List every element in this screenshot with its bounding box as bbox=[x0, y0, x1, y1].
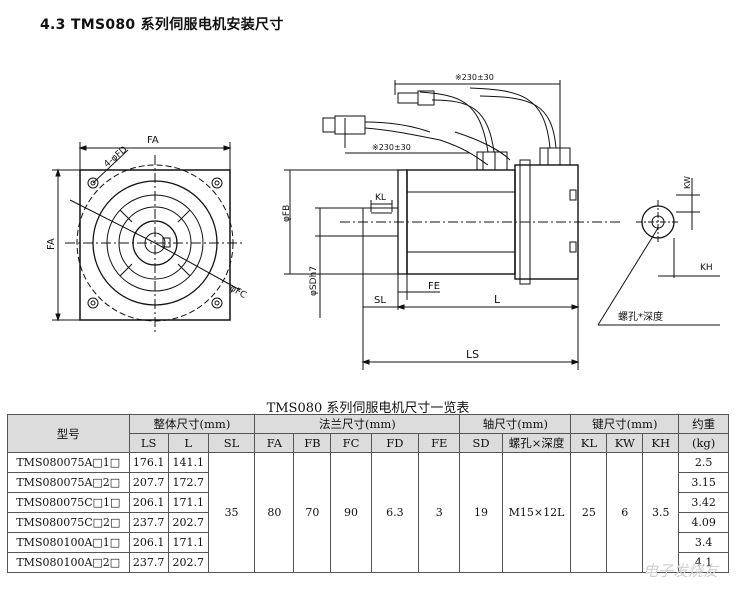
weight-cell: 3.4 bbox=[678, 532, 729, 553]
kw-cell: 6 bbox=[606, 452, 644, 573]
table-row: TMS080075A□2□ 207.7 172.7 3.15 bbox=[7, 472, 729, 493]
sub-kw: KW bbox=[606, 433, 644, 453]
weight-cell: 3.15 bbox=[678, 472, 729, 493]
l-cell: 202.7 bbox=[167, 552, 209, 573]
ls-cell: 237.7 bbox=[128, 552, 169, 573]
header-shaft: 轴尺寸(mm) bbox=[459, 414, 572, 434]
l-cell: 172.7 bbox=[167, 472, 209, 493]
ls-cell: 237.7 bbox=[128, 512, 169, 533]
cable2-label: ※230±30 bbox=[372, 143, 411, 152]
l-cell: 202.7 bbox=[167, 512, 209, 533]
sub-sl: SL bbox=[207, 433, 256, 453]
weight-cell: 3.42 bbox=[678, 492, 729, 513]
header-overall: 整体尺寸(mm) bbox=[128, 414, 256, 434]
weight-cell: 2.5 bbox=[678, 452, 729, 473]
sub-ls: LS bbox=[128, 433, 169, 453]
sub-fe: FE bbox=[418, 433, 461, 453]
fe-cell: 3 bbox=[418, 452, 461, 573]
weight-cell: 4.09 bbox=[678, 512, 729, 533]
header-flange: 法兰尺寸(mm) bbox=[254, 414, 461, 434]
sd-label: φSDh7 bbox=[309, 266, 319, 296]
model-cell: TMS080100A□2□ bbox=[7, 552, 130, 573]
fb-cell: 70 bbox=[293, 452, 332, 573]
model-cell: TMS080075A□2□ bbox=[7, 472, 130, 493]
header-model: 型号 bbox=[7, 414, 130, 453]
sub-fc: FC bbox=[330, 433, 372, 453]
sl-cell: 35 bbox=[207, 452, 256, 573]
weight-cell: 4.1 bbox=[678, 552, 729, 573]
dimension-table: 型号 整体尺寸(mm) 法兰尺寸(mm) 轴尺寸(mm) 键尺寸(mm) 约重 … bbox=[7, 414, 729, 573]
fc-label: φFC bbox=[228, 284, 248, 301]
ls-cell: 176.1 bbox=[128, 452, 169, 473]
ls-cell: 206.1 bbox=[128, 492, 169, 513]
fe-label: FE bbox=[428, 281, 440, 292]
table-row: TMS080075C□2□ 237.7 202.7 4.09 bbox=[7, 512, 729, 533]
fd-cell: 6.3 bbox=[370, 452, 420, 573]
side-view bbox=[284, 80, 620, 370]
sub-kh: KH bbox=[642, 433, 680, 453]
front-view bbox=[52, 142, 245, 332]
fb-label: φFB bbox=[282, 205, 292, 222]
ls-label: LS bbox=[466, 348, 479, 361]
cable1-label: ※230±30 bbox=[455, 73, 494, 82]
screw-label: 螺孔*深度 bbox=[618, 310, 663, 323]
model-cell: TMS080075C□2□ bbox=[7, 512, 130, 533]
l-label: L bbox=[494, 293, 501, 306]
l-cell: 171.1 bbox=[167, 532, 209, 553]
sub-sd: SD bbox=[459, 433, 503, 453]
fa-left-label: FA bbox=[46, 238, 57, 250]
shaft-end-view bbox=[597, 178, 720, 326]
fa-cell: 80 bbox=[254, 452, 295, 573]
sub-kl: KL bbox=[570, 433, 608, 453]
table-row: TMS080075A□1□ 176.1 141.1 35 80 70 90 6.… bbox=[7, 452, 729, 573]
l-cell: 171.1 bbox=[167, 492, 209, 513]
sl-label: SL bbox=[374, 295, 386, 306]
ls-cell: 207.7 bbox=[128, 472, 169, 493]
fc-cell: 90 bbox=[330, 452, 372, 573]
screw-cell: M15×12L bbox=[501, 452, 572, 573]
kh-label: KH bbox=[700, 263, 713, 273]
sub-fd: FD bbox=[370, 433, 420, 453]
sub-fb: FB bbox=[293, 433, 332, 453]
l-cell: 141.1 bbox=[167, 452, 209, 473]
table-row: TMS080100A□2□ 237.7 202.7 4.1 bbox=[7, 552, 729, 573]
fa-top-label: FA bbox=[147, 135, 159, 146]
kh-cell: 3.5 bbox=[642, 452, 680, 573]
kw-label: KW bbox=[683, 176, 692, 189]
header-key: 键尺寸(mm) bbox=[570, 414, 680, 434]
sub-weight-unit: (kg) bbox=[678, 433, 729, 453]
kl-cell: 25 bbox=[570, 452, 608, 573]
page-title: 4.3 TMS080 系列伺服电机安装尺寸 bbox=[40, 17, 284, 33]
sub-fa: FA bbox=[254, 433, 295, 453]
kl-label: KL bbox=[375, 193, 386, 203]
header-weight: 约重 bbox=[678, 414, 729, 434]
watermark: 电子发烧友 bbox=[642, 562, 718, 580]
model-cell: TMS080075A□1□ bbox=[7, 452, 130, 473]
sd-cell: 19 bbox=[459, 452, 503, 573]
table-caption: TMS080 系列伺服电机尺寸一览表 bbox=[266, 401, 470, 416]
model-cell: TMS080075C□1□ bbox=[7, 492, 130, 513]
table-row: TMS080100A□1□ 206.1 171.1 3.4 bbox=[7, 532, 729, 553]
sub-screw: 螺孔×深度 bbox=[501, 433, 572, 453]
installation-drawing: FA FA 4-φFD φFC bbox=[46, 73, 720, 370]
model-cell: TMS080100A□1□ bbox=[7, 532, 130, 553]
sub-l: L bbox=[167, 433, 209, 453]
ls-cell: 206.1 bbox=[128, 532, 169, 553]
